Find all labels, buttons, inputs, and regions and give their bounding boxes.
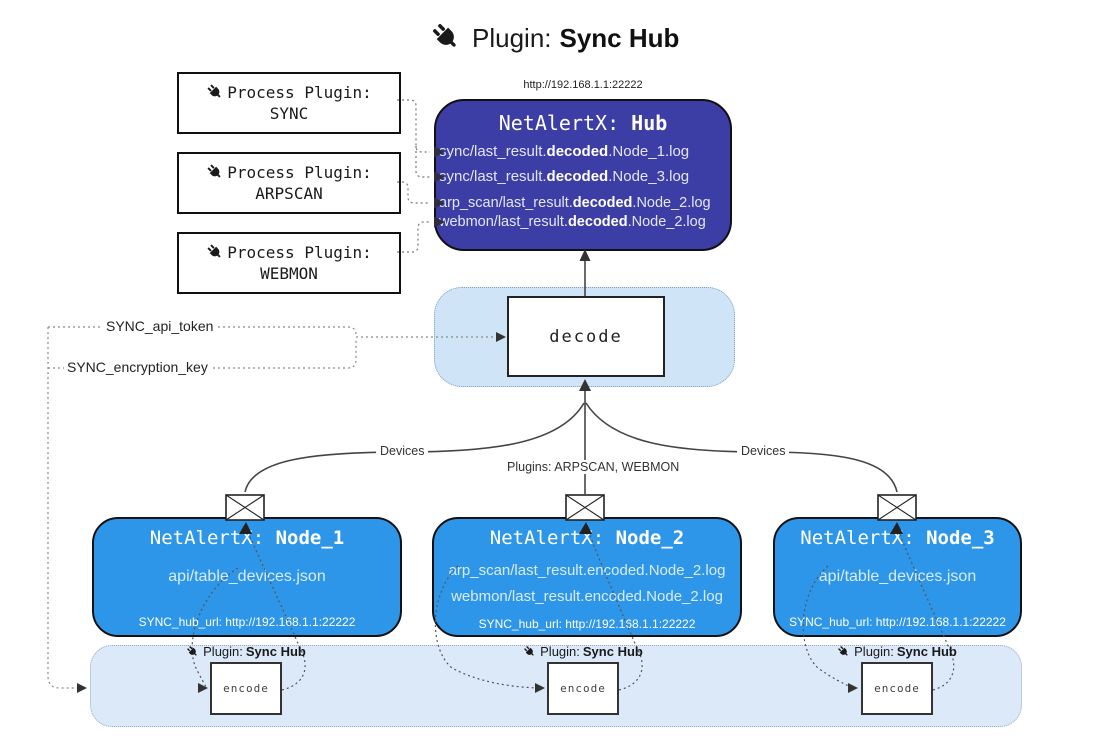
encoder-1-label: Plugin:Sync Hub xyxy=(161,644,331,659)
envelope-icon xyxy=(877,494,917,521)
hub-log-row: arp_scan/last_result.decoded.Node_2.log xyxy=(439,195,711,211)
page-title-prefix: Plugin: xyxy=(472,22,552,53)
edge-label-plugins-center: Plugins: ARPSCAN, WEBMON xyxy=(503,460,684,474)
node-2-title: NetAlertX: Node_2 xyxy=(489,527,685,549)
process-plugin-webmon: Process Plugin: WEBMON xyxy=(177,232,401,294)
hub-url: http://192.168.1.1:22222 xyxy=(523,79,643,91)
process-plugin-label: Process Plugin: xyxy=(227,243,372,262)
envelope-icon xyxy=(565,494,605,521)
node-1-title: NetAlertX: Node_1 xyxy=(149,527,345,549)
node-3-hub-url: SYNC_hub_url: http://192.168.1.1:22222 xyxy=(789,615,1006,629)
process-plugin-arpscan: Process Plugin: ARPSCAN xyxy=(177,152,401,214)
node-2-hub-url: SYNC_hub_url: http://192.168.1.1:22222 xyxy=(478,617,696,631)
encode-label: encode xyxy=(560,682,606,695)
plug-icon xyxy=(186,645,200,659)
encode-3-box: encode xyxy=(861,662,933,715)
process-plugin-sync: Process Plugin: SYNC xyxy=(177,72,401,134)
page-title: Plugin: Sync Hub xyxy=(430,16,750,60)
edge-label-devices-right: Devices xyxy=(737,444,790,458)
node-3-file: api/table_devices.json xyxy=(818,568,977,585)
decode-box: decode xyxy=(507,296,665,377)
node-1-file: api/table_devices.json xyxy=(168,568,326,585)
hub-log-row: webmon/last_result.decoded.Node_2.log xyxy=(439,214,706,230)
edge-label-devices-left: Devices xyxy=(376,444,429,458)
hub-log-row: sync/last_result.decoded.Node_1.log xyxy=(439,143,690,160)
sync-api-token-label: SYNC_api_token xyxy=(103,318,217,334)
hub-title: NetAlertX: Hub xyxy=(498,111,668,135)
node-2-file: arp_scan/last_result.encoded.Node_2.log xyxy=(448,562,726,579)
process-plugin-name: ARPSCAN xyxy=(255,184,323,203)
plug-icon xyxy=(206,163,225,182)
process-plugin-name: SYNC xyxy=(269,104,309,123)
process-plugin-label: Process Plugin: xyxy=(227,83,372,102)
process-plugin-label: Process Plugin: xyxy=(227,163,372,182)
encoder-3-label: Plugin:Sync Hub xyxy=(812,644,982,659)
plug-icon xyxy=(523,645,537,659)
plug-icon xyxy=(206,243,225,262)
encoder-2-label: Plugin:Sync Hub xyxy=(498,644,668,659)
node-2-file: webmon/last_result.encoded.Node_2.log xyxy=(451,588,723,605)
hub-log-row: sync/last_result.decoded.Node_3.log xyxy=(439,168,690,185)
process-plugin-name: WEBMON xyxy=(260,264,318,283)
encode-2-box: encode xyxy=(547,662,619,715)
hub-box xyxy=(434,99,732,251)
page-title-name: Sync Hub xyxy=(559,22,680,53)
plug-icon xyxy=(837,645,851,659)
envelope-icon xyxy=(225,494,265,521)
encode-label: encode xyxy=(874,682,920,695)
node-1-hub-url: SYNC_hub_url: http://192.168.1.1:22222 xyxy=(138,615,356,629)
encode-label: encode xyxy=(223,682,269,695)
node-3-title: NetAlertX: Node_3 xyxy=(800,527,995,549)
plug-icon xyxy=(430,21,464,55)
sync-encryption-key-label: SYNC_encryption_key xyxy=(64,359,211,375)
encode-1-box: encode xyxy=(210,662,282,715)
decode-label: decode xyxy=(549,326,623,347)
plug-icon xyxy=(206,83,225,102)
